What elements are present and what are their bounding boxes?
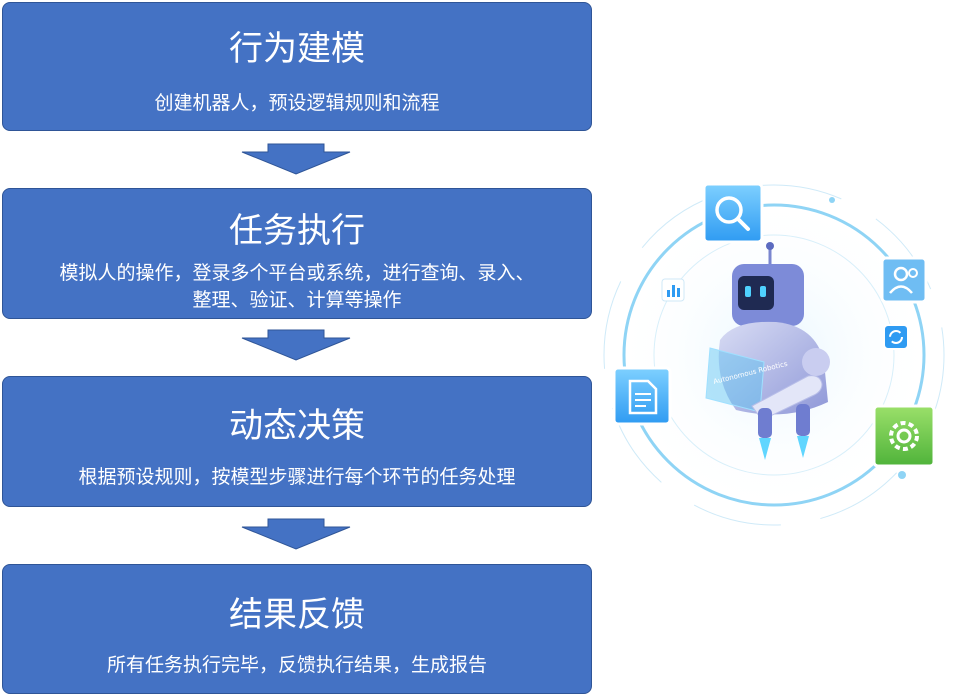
step-title: 动态决策 (229, 406, 365, 446)
down-arrow-icon (241, 329, 351, 361)
users-icon (880, 256, 928, 304)
step-title: 行为建模 (229, 29, 365, 69)
document-icon (612, 366, 672, 426)
bar-chart-icon (661, 278, 685, 302)
down-arrow-icon (241, 143, 351, 175)
sync-icon (883, 324, 909, 350)
step-description: 创建机器人，预设逻辑规则和流程 (154, 92, 440, 114)
robot-illustration: Autonomous Robotics (603, 182, 945, 526)
step-title: 任务执行 (229, 211, 365, 251)
orbit-ring (622, 203, 926, 507)
orbit-ring-outer (603, 184, 945, 526)
search-icon (702, 182, 764, 244)
step-description: 根据预设规则，按模型步骤进行每个环节的任务处理 (78, 466, 516, 488)
down-arrow-icon (241, 518, 351, 550)
step-dynamic-decision: 动态决策 根据预设规则，按模型步骤进行每个环节的任务处理 (2, 376, 592, 507)
step-behavior-modeling: 行为建模 创建机器人，预设逻辑规则和流程 (2, 2, 592, 131)
step-title: 结果反馈 (229, 595, 365, 635)
step-result-feedback: 结果反馈 所有任务执行完毕，反馈执行结果，生成报告 (2, 564, 592, 694)
step-description: 所有任务执行完毕，反馈执行结果，生成报告 (106, 654, 487, 676)
gear-icon (872, 404, 936, 468)
step-task-execution: 任务执行 模拟人的操作，登录多个平台或系统，进行查询、录入、 整理、验证、计算等… (2, 188, 592, 319)
step-description-line-1: 模拟人的操作，登录多个平台或系统，进行查询、录入、 (59, 262, 535, 284)
step-description-line-2: 整理、验证、计算等操作 (192, 289, 402, 311)
robot: Autonomous Robotics (705, 242, 830, 460)
